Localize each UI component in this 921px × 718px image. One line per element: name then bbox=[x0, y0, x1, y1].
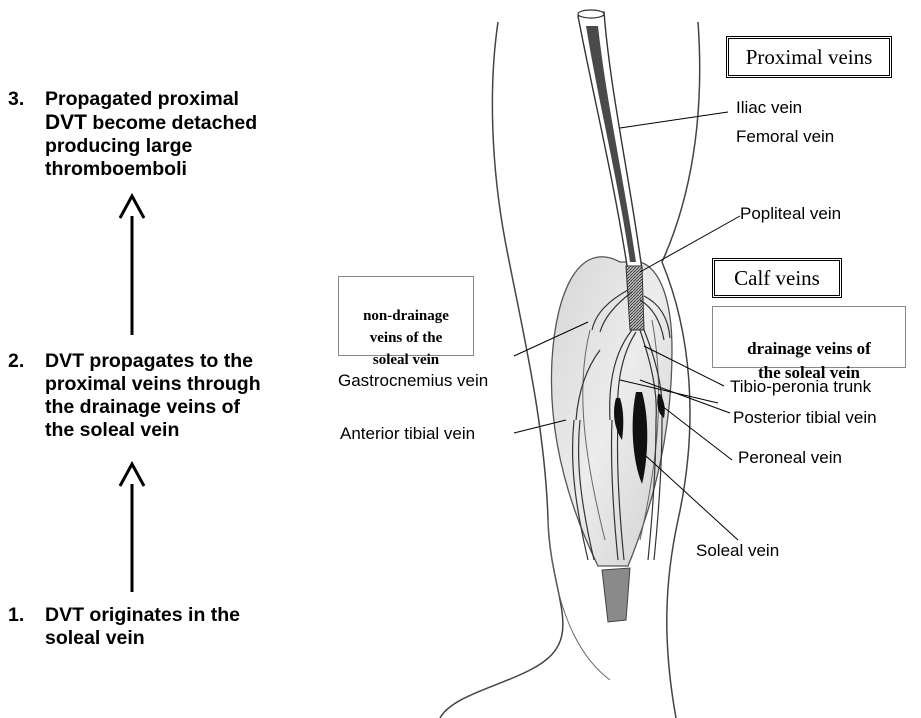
label-femoral-vein: Femoral vein bbox=[736, 127, 834, 146]
box-drainage-label: drainage veins of the soleal vein bbox=[747, 339, 871, 382]
vein-opening bbox=[578, 10, 604, 18]
label-iliac-vein: Iliac vein bbox=[736, 98, 802, 117]
box-non-drainage-label: non-drainage veins of the soleal vein bbox=[363, 308, 449, 368]
box-non-drainage-veins: non-drainage veins of the soleal vein bbox=[338, 276, 474, 356]
leg-outline bbox=[440, 22, 563, 718]
box-proximal-veins: Proximal veins bbox=[726, 36, 892, 78]
label-anterior-tibial-vein: Anterior tibial vein bbox=[340, 424, 475, 443]
femoral-thrombus bbox=[586, 26, 636, 262]
achilles-tendon bbox=[602, 568, 630, 622]
arrow-up-lower bbox=[120, 464, 144, 592]
box-proximal-veins-label: Proximal veins bbox=[746, 45, 873, 69]
label-peroneal-vein: Peroneal vein bbox=[738, 448, 842, 467]
label-popliteal-vein: Popliteal vein bbox=[740, 204, 841, 223]
box-calf-veins: Calf veins bbox=[712, 258, 842, 298]
label-soleal-vein: Soleal vein bbox=[696, 541, 779, 560]
box-calf-veins-label: Calf veins bbox=[734, 266, 820, 290]
box-drainage-veins: drainage veins of the soleal vein bbox=[712, 306, 906, 368]
arrow-up-upper bbox=[120, 196, 144, 335]
label-gastrocnemius-vein: Gastrocnemius vein bbox=[338, 371, 488, 390]
label-posterior-tibial-vein: Posterior tibial vein bbox=[733, 408, 877, 427]
